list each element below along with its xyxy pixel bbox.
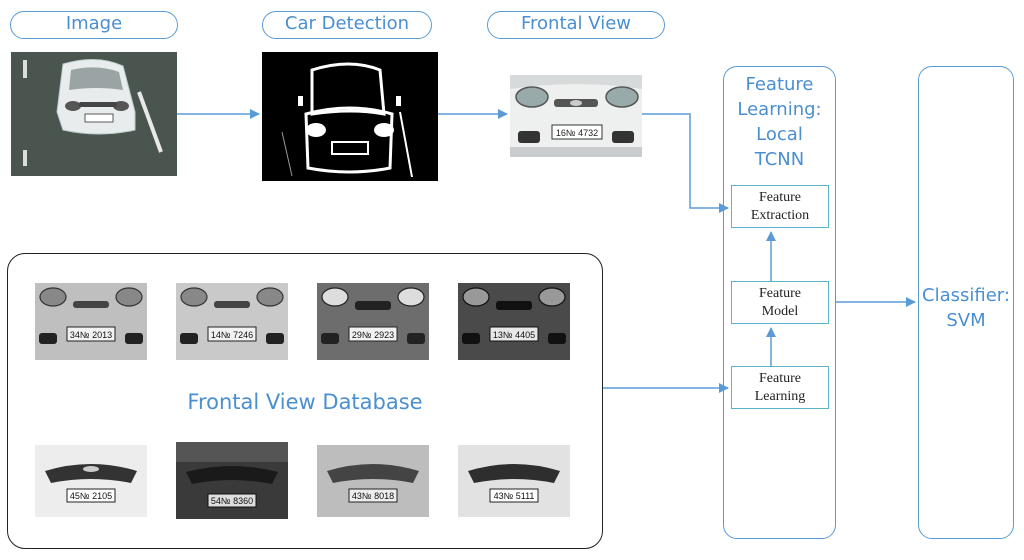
feature-learning-line1: Feature [759,370,801,386]
classifier-block [918,66,1014,539]
road-scene-graphic [11,52,177,176]
db-thumb-6: 54№ 8360 [176,442,288,519]
db-thumb-4: 13№ 4405 [458,283,570,360]
db-plate-4: 13№ 4405 [493,330,535,340]
db-plate-3: 29№ 2923 [352,330,394,340]
image-stage-label: Image [10,11,178,39]
classifier-title-line2: SVM [946,310,986,331]
feature-extraction-line2: Extraction [750,207,810,223]
db-car-graphic: 43№ 5111 [458,445,570,517]
feature-learning-title-line1: Feature [745,74,814,95]
db-thumb-1: 34№ 2013 [35,283,147,360]
db-plate-7: 43№ 8018 [352,491,394,501]
frontal-plate-text: 16№ 4732 [556,128,598,138]
frontal-view-stage-label: Frontal View [487,11,665,39]
db-thumb-2: 14№ 7246 [176,283,288,360]
db-thumb-8: 43№ 5111 [458,445,570,517]
frontal-view-image: 16№ 4732 [510,75,642,157]
db-thumb-3: 29№ 2923 [317,283,429,360]
classifier-title-line1: Classifier: [922,285,1010,306]
feature-learning-title-line4: TCNN [754,149,805,170]
feature-learning-title: Feature Learning: Local TCNN [723,72,836,172]
binary-car-graphic [262,52,438,181]
db-plate-5: 45№ 2105 [70,491,112,501]
db-car-graphic: 13№ 4405 [458,283,570,360]
db-car-graphic: 43№ 8018 [317,445,429,517]
db-thumb-5: 45№ 2105 [35,445,147,517]
classifier-title: Classifier: SVM [918,283,1014,333]
feature-learning-title-line3: Local [756,124,803,145]
db-thumb-7: 43№ 8018 [317,445,429,517]
db-plate-2: 14№ 7246 [211,330,253,340]
db-plate-1: 34№ 2013 [70,330,112,340]
database-label: Frontal View Database [187,390,423,414]
input-road-image [11,52,177,176]
db-car-graphic: 54№ 8360 [176,442,288,519]
db-plate-6: 54№ 8360 [211,496,253,506]
db-car-graphic: 45№ 2105 [35,445,147,517]
feature-learning-box: Feature Learning [731,366,829,409]
arrow-frontal-to-extraction [642,113,729,213]
frontal-car-graphic: 16№ 4732 [510,75,642,157]
feature-extraction-box: Feature Extraction [731,185,829,228]
feature-learning-title-line2: Learning: [737,99,822,120]
feature-learning-line2: Learning [754,388,806,404]
feature-extraction-line1: Feature [759,189,801,205]
car-detection-image [262,52,438,181]
car-detection-stage-label: Car Detection [262,11,432,39]
db-car-graphic: 29№ 2923 [317,283,429,360]
feature-model-line1: Feature [759,285,801,301]
feature-model-box: Feature Model [731,281,829,324]
db-car-graphic: 14№ 7246 [176,283,288,360]
db-car-graphic: 34№ 2013 [35,283,147,360]
db-plate-8: 43№ 5111 [494,491,535,501]
feature-model-line2: Model [761,303,799,319]
